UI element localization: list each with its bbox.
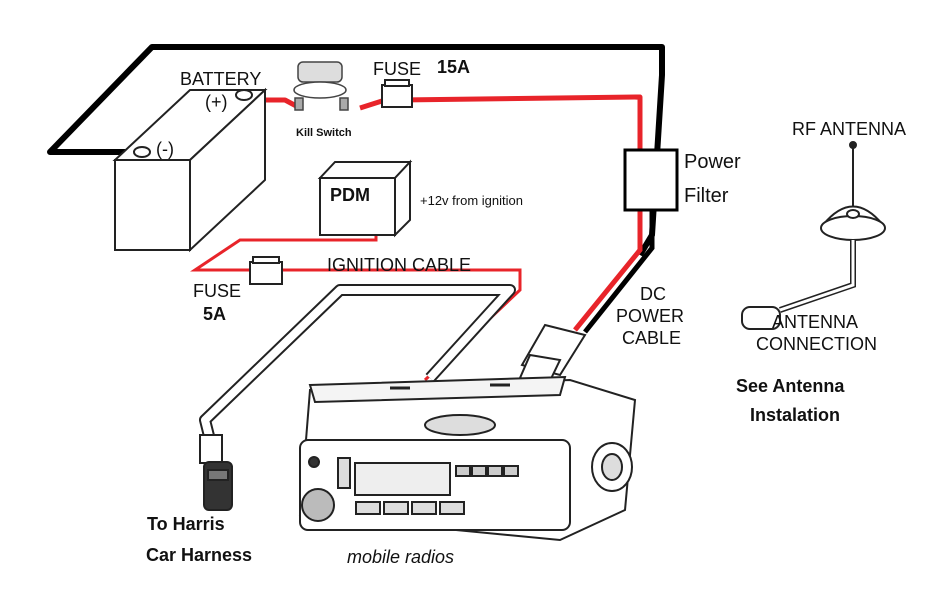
fuse-top-rating: 15A bbox=[437, 57, 471, 77]
antenna-connection-label-2: CONNECTION bbox=[756, 334, 877, 354]
antenna-connection-label-1: ANTENNA bbox=[772, 312, 859, 332]
rf-antenna-label: RF ANTENNA bbox=[792, 119, 907, 139]
fuse-icon bbox=[249, 256, 283, 285]
kill-switch-label: Kill Switch bbox=[296, 127, 352, 139]
ignition-cable-label: IGNITION CABLE bbox=[327, 255, 472, 275]
pdm-icon bbox=[317, 159, 413, 238]
ignition-cable bbox=[190, 222, 522, 382]
harness-label-2: Car Harness bbox=[146, 545, 253, 565]
power-filter-icon bbox=[623, 148, 679, 212]
dc-power-cable-label-2: POWER bbox=[616, 306, 685, 326]
kill-switch-icon bbox=[293, 61, 349, 111]
see-antenna-label-1: See Antenna bbox=[736, 376, 845, 396]
power-filter-label-1: Power bbox=[684, 151, 741, 173]
fuse-bottom-rating: 5A bbox=[203, 304, 227, 324]
radio-icon bbox=[298, 375, 637, 542]
battery-positive-label: (+) bbox=[205, 92, 228, 112]
connector-icon bbox=[518, 323, 587, 387]
dc-power-cable bbox=[573, 210, 643, 332]
pdm-label: PDM bbox=[330, 185, 370, 205]
fuse-icon bbox=[381, 79, 413, 108]
fuse-bottom-label: FUSE bbox=[193, 281, 242, 301]
harness-label-1: To Harris bbox=[147, 514, 225, 534]
battery-label: BATTERY bbox=[180, 69, 262, 89]
see-antenna-label-2: Instalation bbox=[750, 405, 841, 425]
antenna-icon bbox=[741, 141, 886, 330]
dc-power-cable-label-1: DC bbox=[640, 284, 666, 304]
mobile-radios-label: mobile radios bbox=[347, 547, 455, 567]
battery-negative-label: (-) bbox=[156, 139, 174, 159]
connector-icon bbox=[199, 434, 233, 511]
power-filter-label-2: Filter bbox=[684, 185, 729, 207]
dc-power-cable-label-3: CABLE bbox=[622, 328, 682, 348]
battery-icon bbox=[112, 87, 268, 253]
ignition-source-label: +12v from ignition bbox=[420, 193, 523, 208]
fuse-top-label: FUSE bbox=[373, 59, 422, 79]
